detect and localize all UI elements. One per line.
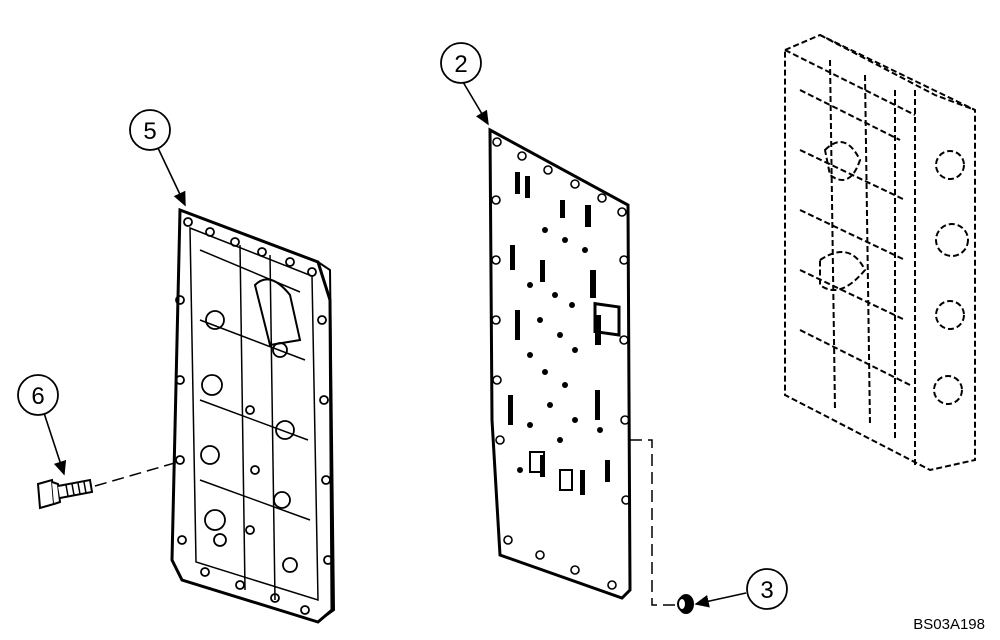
- reference-code: BS03A198: [913, 616, 985, 633]
- callout-part-5: 5: [129, 109, 171, 151]
- svg-text:3: 3: [760, 577, 773, 604]
- valve-body-plate-part-5: [170, 207, 336, 624]
- svg-text:5: 5: [143, 118, 156, 145]
- svg-text:6: 6: [31, 383, 44, 410]
- callout-part-3: 3: [746, 568, 788, 610]
- svg-text:2: 2: [454, 51, 467, 78]
- alignment-lines: [94, 439, 675, 606]
- callout-part-2: 2: [440, 42, 482, 84]
- bolt-part-6: [36, 478, 94, 510]
- separator-plate-part-2: [488, 127, 632, 600]
- valve-body-housing-reference: [784, 33, 976, 472]
- callout-part-6: 6: [17, 374, 59, 416]
- leader-lines: [43, 81, 747, 608]
- plug-part-3: [677, 594, 694, 614]
